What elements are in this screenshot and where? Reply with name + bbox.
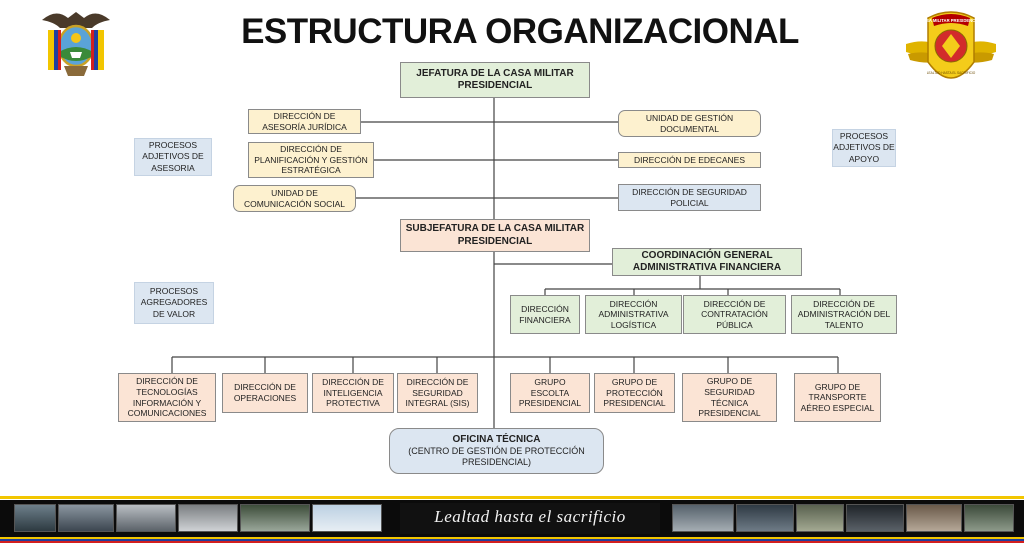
footer-photo-5 <box>240 504 310 532</box>
box-inteligencia: DIRECCIÓN DE INTELIGENCIA PROTECTIVA <box>312 373 394 413</box>
box-asesoria-juridica: DIRECCIÓN DE ASESORÍA JURÍDICA <box>248 109 361 134</box>
box-gestion-documental: UNIDAD DE GESTIÓN DOCUMENTAL <box>618 110 761 137</box>
box-grupo-seguridad-tecnica: GRUPO DE SEGURIDAD TÉCNICA PRESIDENCIAL <box>682 373 777 422</box>
box-operaciones: DIRECCIÓN DE OPERACIONES <box>222 373 308 413</box>
page-title: ESTRUCTURA ORGANIZACIONAL <box>241 12 799 51</box>
box-comunicacion-social: UNIDAD DE COMUNICACIÓN SOCIAL <box>233 185 356 212</box>
oficina-tecnica-title: OFICINA TÉCNICA <box>452 433 541 445</box>
label-procesos-asesoria: PROCESOS ADJETIVOS DE ASESORIA <box>134 138 212 176</box>
box-tecnologias: DIRECCIÓN DE TECNOLOGÍAS INFORMACIÓN Y C… <box>118 373 216 422</box>
footer-photo-1 <box>14 504 56 532</box>
footer-motto: Lealtad hasta el sacrificio <box>434 507 626 526</box>
footer-photo-8 <box>736 504 794 532</box>
badge-text-top: CASA MILITAR PRESIDENCIAL <box>920 18 982 23</box>
box-direccion-financiera: DIRECCIÓN FINANCIERA <box>510 295 580 334</box>
footer-photo-7 <box>672 504 734 532</box>
label-procesos-valor: PROCESOS AGREGADORES DE VALOR <box>134 282 214 324</box>
footer-stripe-blue <box>0 539 1024 541</box>
casa-militar-badge-icon: CASA MILITAR PRESIDENCIAL LEALTAD HASTA … <box>906 11 996 79</box>
footer-motto-panel <box>400 503 660 534</box>
footer-stripe-red <box>0 541 1024 543</box>
footer-photo-3 <box>116 504 176 532</box>
footer-stripe-yellow-top <box>0 496 1024 499</box>
footer-photo-12 <box>964 504 1014 532</box>
badge-text-bottom: LEALTAD HASTA EL SACRIFICIO <box>927 71 976 75</box>
box-direccion-logistica: DIRECCIÓN ADMINISTRATIVA LOGÍSTICA <box>585 295 682 334</box>
box-direccion-talento: DIRECCIÓN DE ADMINISTRACIÓN DEL TALENTO <box>791 295 897 334</box>
oficina-tecnica-subtitle: (CENTRO DE GESTIÓN DE PROTECCIÓN PRESIDE… <box>408 446 585 468</box>
footer-photo-6 <box>312 504 382 532</box>
box-grupo-escolta: GRUPO ESCOLTA PRESIDENCIAL <box>510 373 590 413</box>
box-seguridad-integral: DIRECCIÓN DE SEGURIDAD INTEGRAL (SIS) <box>397 373 478 413</box>
footer-stripe-yellow <box>0 537 1024 539</box>
box-grupo-proteccion: GRUPO DE PROTECCIÓN PRESIDENCIAL <box>594 373 675 413</box>
box-oficina-tecnica: OFICINA TÉCNICA (CENTRO DE GESTIÓN DE PR… <box>389 428 604 474</box>
box-direccion-contratacion: DIRECCIÓN DE CONTRATACIÓN PÚBLICA <box>683 295 786 334</box>
box-coordinacion-financiera: COORDINACIÓN GENERAL ADMINISTRATIVA FINA… <box>612 248 802 276</box>
ecuador-coat-of-arms-icon <box>42 12 110 76</box>
footer-photo-10 <box>846 504 904 532</box>
footer-photo-9 <box>796 504 844 532</box>
footer-photo-11 <box>906 504 962 532</box>
box-planificacion: DIRECCIÓN DE PLANIFICACIÓN Y GESTIÓN EST… <box>248 142 374 178</box>
label-procesos-apoyo: PROCESOS ADJETIVOS DE APOYO <box>832 129 896 167</box>
box-grupo-transporte: GRUPO DE TRANSPORTE AÉREO ESPECIAL <box>794 373 881 422</box>
footer-photo-4 <box>178 504 238 532</box>
box-seguridad-policial: DIRECCIÓN DE SEGURIDAD POLICIAL <box>618 184 761 211</box>
box-subjefatura: SUBJEFATURA DE LA CASA MILITAR PRESIDENC… <box>400 219 590 252</box>
footer-photo-2 <box>58 504 114 532</box>
box-jefatura: JEFATURA DE LA CASA MILITAR PRESIDENCIAL <box>400 62 590 98</box>
box-edecanes: DIRECCIÓN DE EDECANES <box>618 152 761 168</box>
